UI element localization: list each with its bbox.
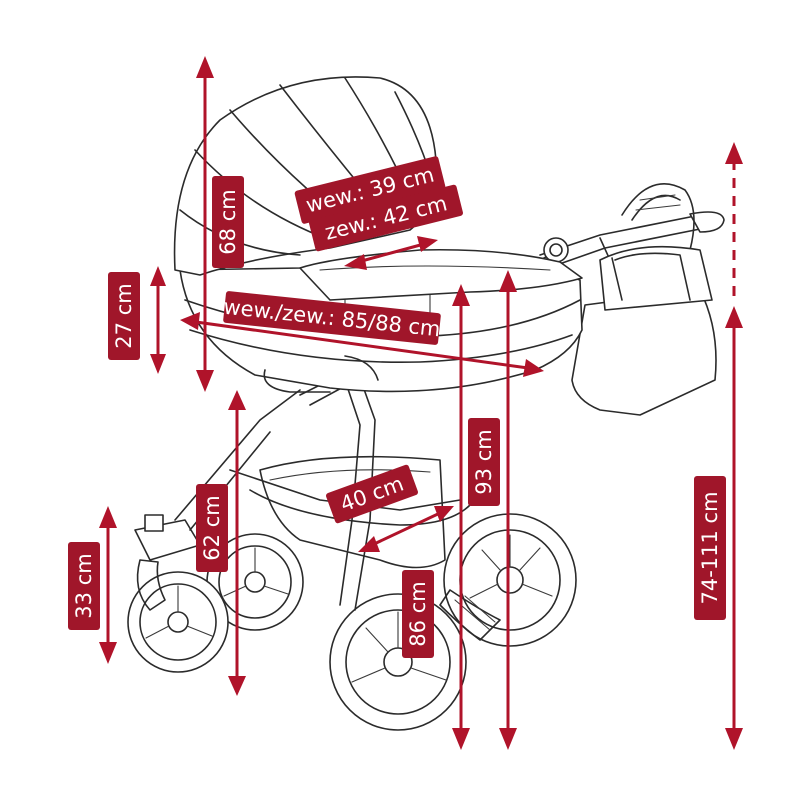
svg-text:74-111 cm: 74-111 cm <box>698 491 722 604</box>
dim-line-33 <box>99 506 117 664</box>
dimension-lines <box>99 56 743 750</box>
label-68: 68 cm <box>212 176 244 268</box>
svg-text:93 cm: 93 cm <box>472 429 496 494</box>
label-33: 33 cm <box>68 542 100 630</box>
svg-text:86 cm: 86 cm <box>406 581 430 646</box>
dim-line-86 <box>452 284 470 750</box>
rear-left-wheel <box>206 533 304 631</box>
dim-line-27 <box>150 266 166 374</box>
changing-bag <box>571 183 717 416</box>
svg-text:27 cm: 27 cm <box>112 283 136 348</box>
dim-line-40 <box>358 506 454 552</box>
dim-line-74-111 <box>725 142 743 750</box>
dim-line-length <box>180 312 544 377</box>
label-62: 62 cm <box>196 484 228 572</box>
dim-line-width <box>344 236 438 270</box>
dimension-labels: 68 cm 27 cm wew.: 39 cm zew.: 42 cm wew.… <box>68 156 726 658</box>
dim-line-62 <box>228 390 246 696</box>
front-center-wheel <box>329 593 467 731</box>
dim-line-93 <box>499 270 517 750</box>
svg-text:62 cm: 62 cm <box>200 495 224 560</box>
dim-line-68 <box>196 56 214 392</box>
label-27: 27 cm <box>108 272 140 360</box>
svg-text:68 cm: 68 cm <box>216 189 240 254</box>
label-93: 93 cm <box>468 418 500 506</box>
front-left-wheel <box>127 559 229 673</box>
label-86: 86 cm <box>402 570 434 658</box>
svg-text:33 cm: 33 cm <box>72 553 96 618</box>
label-74-111: 74-111 cm <box>694 476 726 620</box>
